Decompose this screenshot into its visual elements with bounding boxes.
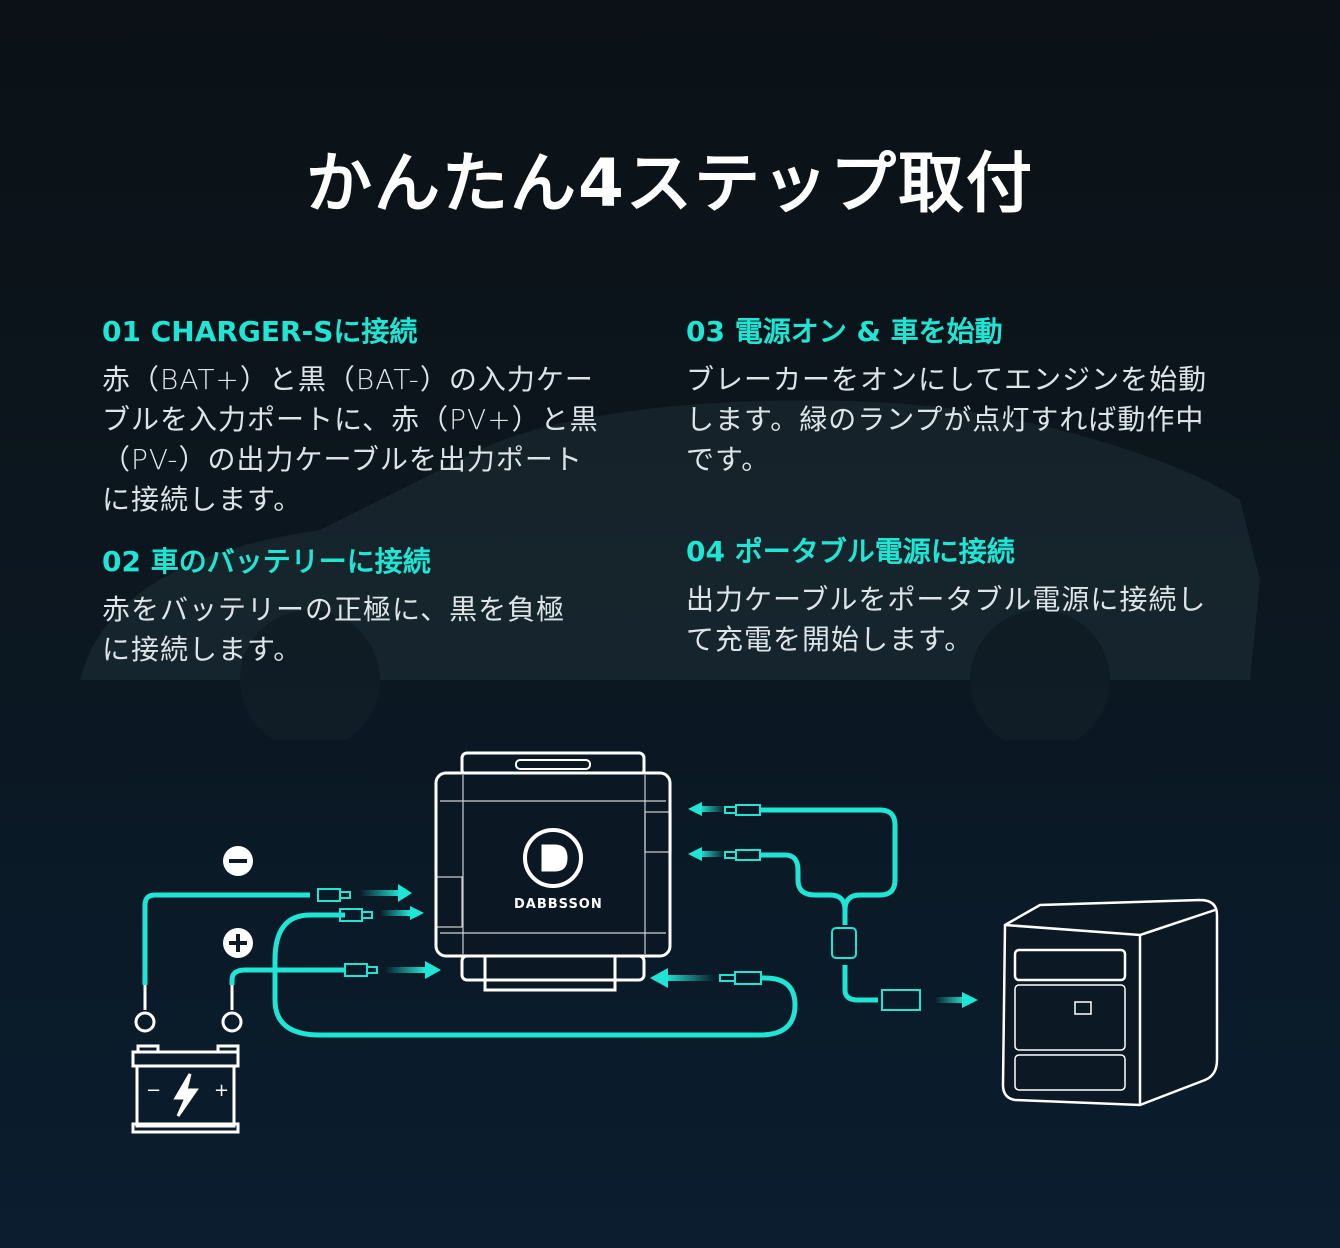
negative-cable	[142, 892, 310, 985]
arrow-icon	[962, 992, 978, 1008]
step-2: 02 車のバッテリーに接続 赤をバッテリーの正極に、黒を負極 に接続します。	[102, 540, 662, 670]
wiring-diagram: − + DABBSSON	[131, 751, 1219, 1134]
charger-s-unit	[434, 751, 672, 992]
connector	[734, 971, 762, 985]
connector	[366, 966, 378, 974]
arrow-icon	[425, 961, 441, 979]
step-heading: 04 ポータブル電源に接続	[686, 535, 1015, 568]
connector	[735, 849, 761, 861]
y-splitter-plug	[831, 927, 857, 959]
battery-minus-label: −	[146, 1080, 161, 1101]
connector	[361, 911, 373, 919]
car-battery-icon	[131, 985, 243, 1134]
connector	[317, 888, 341, 902]
output-plug	[881, 989, 921, 1011]
connector	[735, 804, 761, 816]
step-3: 03 電源オン & 車を始動 ブレーカーをオンにしてエンジンを始動 します。緑の…	[686, 310, 1246, 480]
connector	[724, 851, 737, 859]
brand-logo-text: DABBSSON	[514, 897, 603, 912]
output-cable-b	[760, 852, 848, 911]
connector	[724, 806, 737, 814]
pv-loop-cable	[272, 912, 798, 1038]
step-text: 赤（BAT+）と黒（BAT-）の入力ケー	[102, 363, 594, 396]
arrow-icon	[650, 968, 668, 988]
step-text: ブレーカーをオンにしてエンジンを始動	[686, 363, 1208, 396]
positive-cable	[229, 967, 345, 985]
cables	[142, 807, 898, 1038]
step-heading: 01 CHARGER-Sに接続	[102, 315, 418, 348]
step-text: します。緑のランプが点灯すれば動作中	[686, 403, 1205, 436]
arrow-icon	[688, 847, 702, 861]
arrow-icon	[688, 802, 702, 816]
battery-plus-label: +	[214, 1080, 229, 1101]
step-text: に接続します。	[102, 483, 303, 516]
step-1: 01 CHARGER-Sに接続 赤（BAT+）と黒（BAT-）の入力ケー ブルを…	[102, 310, 662, 520]
step-text: 赤をバッテリーの正極に、黒を負極	[102, 593, 566, 626]
step-text: て充電を開始します。	[686, 623, 974, 656]
step-text: ブルを入力ポートに、赤（PV+）と黒	[102, 403, 599, 436]
output-cable-c	[842, 965, 878, 1003]
page-title: かんたん4ステップ取付	[306, 145, 1034, 222]
output-cable-a	[760, 807, 898, 925]
car-silhouette-background	[80, 400, 1260, 740]
connector	[719, 974, 736, 982]
step-heading: 02 車のバッテリーに接続	[102, 545, 431, 578]
connector	[344, 963, 368, 977]
step-text: 出力ケーブルをポータブル電源に接続し	[686, 583, 1207, 616]
step-text: （PV-）の出力ケーブルを出力ポート	[102, 443, 583, 476]
arrow-icon	[398, 884, 412, 902]
arrow-icon	[410, 906, 424, 920]
connector	[339, 891, 351, 899]
step-heading: 03 電源オン & 車を始動	[686, 315, 1003, 348]
step-4: 04 ポータブル電源に接続 出力ケーブルをポータブル電源に接続し て充電を開始し…	[686, 530, 1246, 660]
plus-icon	[223, 928, 253, 958]
portable-power-station	[1001, 898, 1219, 1107]
minus-icon	[223, 846, 253, 876]
step-text: です。	[686, 443, 771, 476]
step-text: に接続します。	[102, 633, 303, 666]
